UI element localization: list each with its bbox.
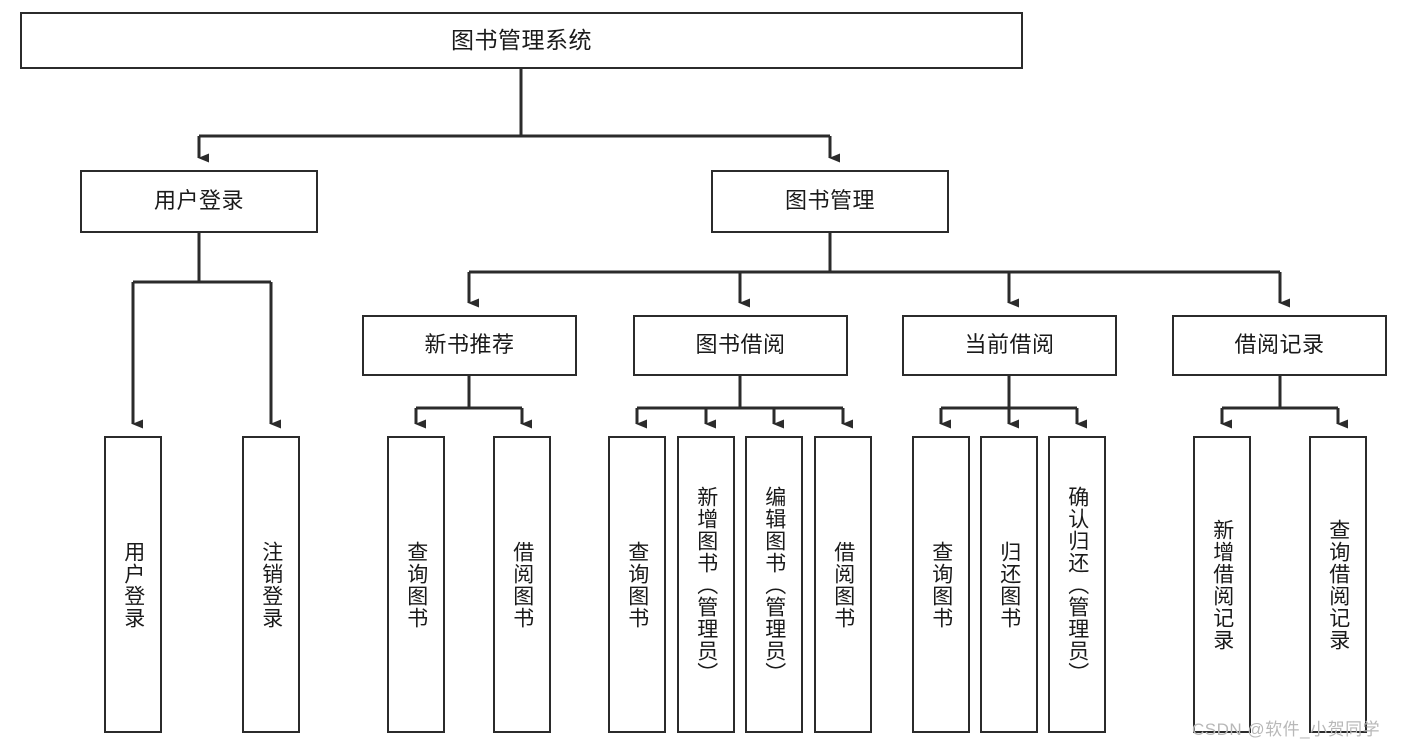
- node-label: 新书推荐: [424, 332, 515, 358]
- node-label: 查询图书: [929, 540, 953, 629]
- node-label: 用户登录: [153, 188, 244, 214]
- node-leaf-query-book-borrow[interactable]: 查询图书: [608, 436, 666, 733]
- node-leaf-add-book-admin[interactable]: 新增图书（管理员）: [677, 436, 735, 733]
- node-label: 图书管理: [784, 188, 875, 214]
- node-label: 借阅图书: [510, 540, 534, 629]
- node-label: 查询借阅记录: [1326, 518, 1350, 651]
- node-leaf-logout[interactable]: 注销登录: [242, 436, 300, 733]
- node-leaf-confirm-return-admin[interactable]: 确认归还（管理员）: [1048, 436, 1106, 733]
- node-leaf-edit-book-admin[interactable]: 编辑图书（管理员）: [745, 436, 803, 733]
- csdn-watermark: CSDN @软件_小贺同学: [1192, 720, 1381, 739]
- node-root-book-management-system[interactable]: 图书管理系统: [20, 12, 1023, 69]
- node-label: 图书管理系统: [451, 26, 592, 53]
- node-label: 用户登录: [121, 540, 145, 629]
- node-label: 新增借阅记录: [1210, 518, 1234, 651]
- node-leaf-query-book-current[interactable]: 查询图书: [912, 436, 970, 733]
- node-new-book-recommend[interactable]: 新书推荐: [362, 315, 577, 376]
- node-leaf-borrow-book-recommend[interactable]: 借阅图书: [493, 436, 551, 733]
- node-leaf-lend-book[interactable]: 借阅图书: [814, 436, 872, 733]
- node-label: 借阅记录: [1234, 332, 1325, 358]
- node-leaf-user-login[interactable]: 用户登录: [104, 436, 162, 733]
- node-leaf-add-borrow-record[interactable]: 新增借阅记录: [1193, 436, 1251, 733]
- node-book-borrow[interactable]: 图书借阅: [633, 315, 848, 376]
- node-user-login[interactable]: 用户登录: [80, 170, 318, 233]
- node-leaf-query-book-recommend[interactable]: 查询图书: [387, 436, 445, 733]
- node-label: 归还图书: [997, 540, 1021, 629]
- node-label: 确认归还（管理员）: [1065, 485, 1089, 684]
- node-book-management[interactable]: 图书管理: [711, 170, 949, 233]
- node-label: 当前借阅: [964, 332, 1055, 358]
- node-label: 编辑图书（管理员）: [762, 485, 786, 684]
- node-label: 图书借阅: [695, 332, 786, 358]
- node-current-borrow[interactable]: 当前借阅: [902, 315, 1117, 376]
- node-leaf-return-book[interactable]: 归还图书: [980, 436, 1038, 733]
- node-label: 查询图书: [625, 540, 649, 629]
- node-borrow-record[interactable]: 借阅记录: [1172, 315, 1387, 376]
- node-label: 注销登录: [259, 540, 283, 629]
- node-label: 新增图书（管理员）: [694, 485, 718, 684]
- node-leaf-query-borrow-record[interactable]: 查询借阅记录: [1309, 436, 1367, 733]
- node-label: 借阅图书: [831, 540, 855, 629]
- node-label: 查询图书: [404, 540, 428, 629]
